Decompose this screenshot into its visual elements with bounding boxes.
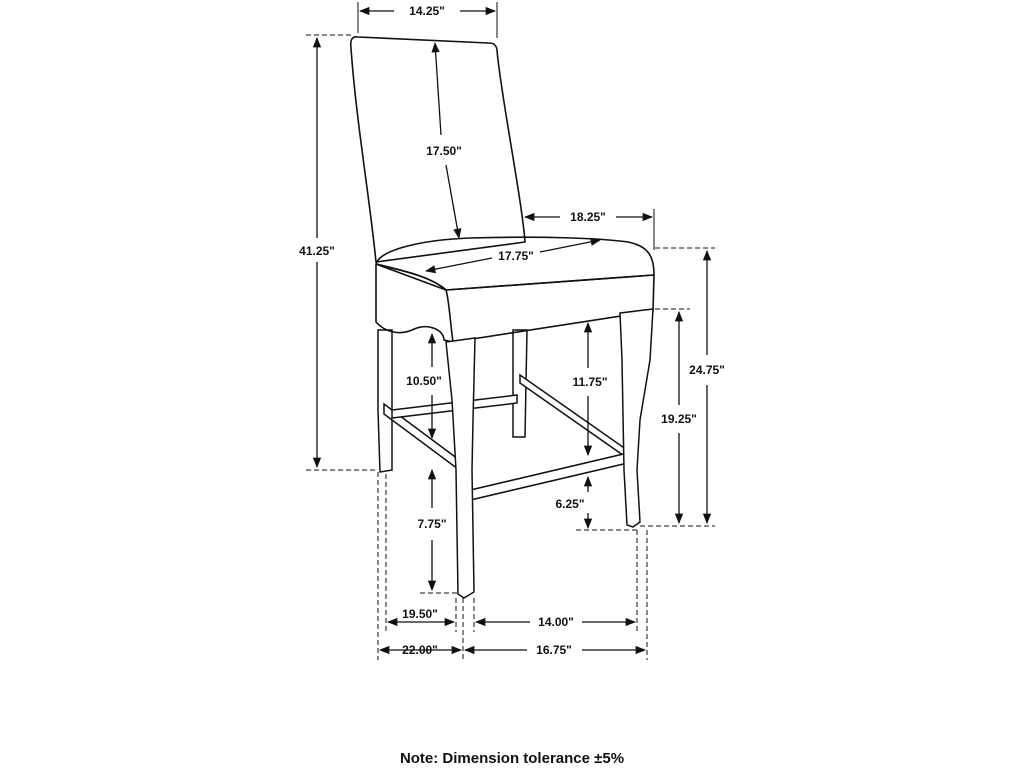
dimension-lines xyxy=(306,2,715,660)
front-left-leg xyxy=(445,337,476,599)
front-right-leg xyxy=(619,308,654,528)
label-overall-depth: 22.00" xyxy=(402,643,438,657)
dimension-labels: 14.25" 41.25" 17.50" 18.25" 17.75" 24.75… xyxy=(299,4,725,657)
front-stretcher xyxy=(461,451,633,503)
label-side-stretcher-height: 7.75" xyxy=(417,517,446,531)
label-depth-outer: 19.50" xyxy=(402,607,438,621)
label-apron-clearance: 10.50" xyxy=(406,374,442,388)
label-overall-height: 41.25" xyxy=(299,244,335,258)
label-width-inner: 14.00" xyxy=(538,615,574,629)
label-stretcher-height-side: 19.25" xyxy=(661,412,697,426)
tolerance-note: Note: Dimension tolerance ±5% xyxy=(399,750,625,767)
label-seat-height: 24.75" xyxy=(689,363,725,377)
chair-outline xyxy=(349,36,655,599)
label-apron-to-stretcher: 11.75" xyxy=(572,375,607,389)
chair-back xyxy=(349,36,526,263)
label-seat-width: 17.75" xyxy=(498,249,534,263)
label-front-stretcher-height: 6.25" xyxy=(555,497,584,511)
label-seat-depth: 18.25" xyxy=(570,210,606,224)
label-back-height: 17.50" xyxy=(426,144,462,158)
label-overall-width: 16.75" xyxy=(536,643,572,657)
seat-cushion-top xyxy=(375,236,655,291)
label-back-width: 14.25" xyxy=(409,4,445,18)
